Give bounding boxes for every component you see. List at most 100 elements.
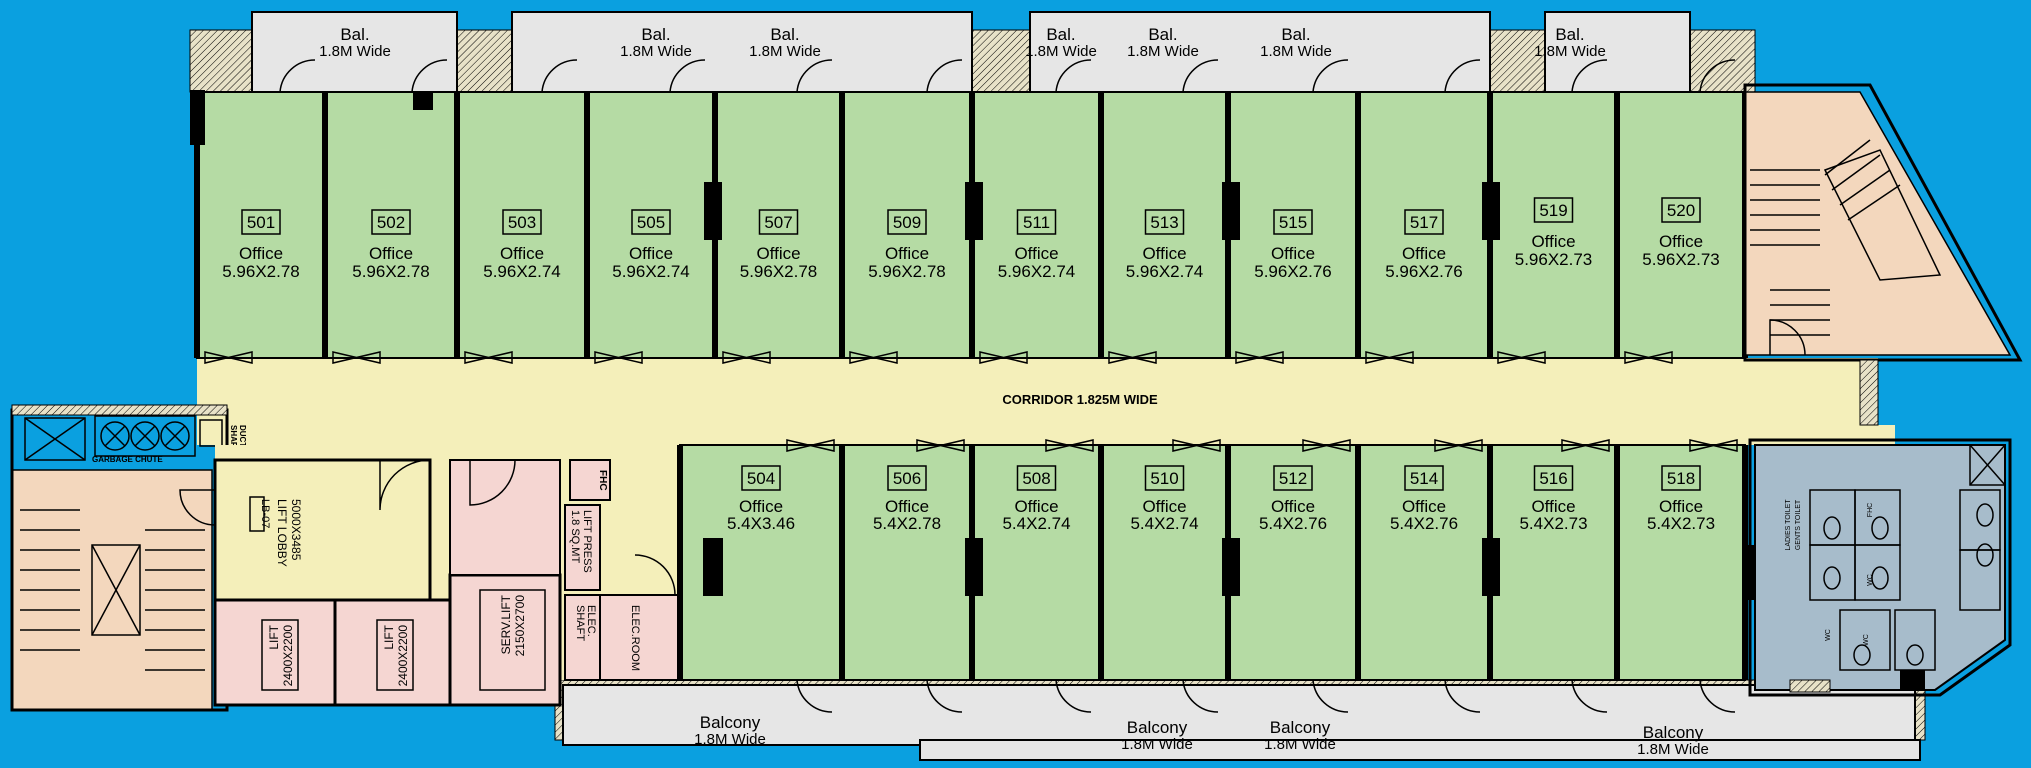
door-symbol	[916, 439, 965, 452]
top-balcony-title: Bal.	[1555, 25, 1584, 44]
office-number: 503	[508, 213, 536, 232]
office-size: 5.4X2.73	[1519, 514, 1587, 533]
lift-1-name: LIFT	[267, 624, 281, 649]
elec-room-label: ELEC.ROOM	[629, 605, 641, 671]
garbage-chute-label: GARBAGE CHUTE	[92, 455, 163, 464]
door-symbol	[1302, 439, 1351, 452]
office-503	[456, 91, 588, 359]
bottom-balcony-width: 1.8M Wide	[1121, 736, 1193, 753]
top-balcony-width: 1.8M Wide	[620, 43, 692, 60]
balcony-door-swing	[926, 59, 963, 93]
office-type: Office	[1402, 497, 1446, 516]
office-number: 511	[1023, 213, 1050, 232]
office-517	[1357, 91, 1491, 359]
balcony-door-swing	[1699, 59, 1736, 93]
balcony-door-swing	[1699, 679, 1736, 713]
toilet-partitions	[1809, 444, 2006, 671]
partition-wall	[1098, 445, 1104, 680]
office-size: 5.4X2.76	[1259, 514, 1327, 533]
door-symbol	[979, 351, 1028, 364]
lift-2-name: LIFT	[382, 624, 396, 649]
top-office-row: 501Office5.96X2.78502Office5.96X2.78503O…	[190, 59, 1760, 364]
column	[190, 90, 205, 145]
column	[413, 92, 433, 110]
balcony-door-swing	[796, 59, 833, 93]
balcony-door-swing	[669, 59, 706, 93]
office-number: 514	[1410, 469, 1438, 488]
partition-wall	[1614, 92, 1620, 358]
office-type: Office	[1659, 497, 1703, 516]
door-symbol	[849, 351, 898, 364]
door-symbol	[1235, 351, 1284, 364]
office-number: 509	[893, 213, 921, 232]
column	[1482, 538, 1500, 596]
lift-1	[214, 599, 336, 706]
office-number: 506	[893, 469, 921, 488]
lift-2	[334, 599, 451, 706]
office-type: Office	[629, 244, 673, 263]
balcony-door-swing	[796, 679, 833, 713]
office-size: 5.96X2.74	[483, 262, 561, 281]
lobby-door-arc	[379, 459, 431, 511]
service-lift	[449, 574, 561, 706]
top-balcony-width: 1.8M Wide	[1025, 43, 1097, 60]
elec-shaft-label-2: SHAFT	[574, 605, 586, 641]
door-symbol	[1434, 439, 1483, 452]
column	[965, 182, 983, 240]
office-507	[714, 91, 843, 359]
top-balcony-title: Bal.	[1148, 25, 1177, 44]
column	[703, 538, 723, 596]
bottom-balcony-width: 1.8M Wide	[694, 731, 766, 748]
right-side-wall	[1859, 359, 1879, 426]
right-stair-outline	[1743, 83, 2023, 362]
office-506	[841, 444, 973, 681]
lift-lobby-name: LIFT LOBBY	[275, 499, 289, 567]
office-size: 5.96X2.73	[1515, 250, 1593, 269]
office-type: Office	[1531, 497, 1575, 516]
door-symbol	[1172, 439, 1221, 452]
partition-wall	[322, 92, 328, 358]
office-size: 5.96X2.76	[1385, 262, 1463, 281]
top-balcony-width: 1.8M Wide	[1260, 43, 1332, 60]
bottom-balcony-title: Balcony	[1127, 718, 1188, 737]
lift-lobby-code-box	[249, 496, 265, 532]
door-symbol	[1561, 439, 1610, 452]
office-type: Office	[1014, 244, 1058, 263]
office-501	[196, 91, 326, 359]
office-number: 513	[1150, 213, 1178, 232]
partition-wall	[1355, 92, 1361, 358]
office-type: Office	[1271, 497, 1315, 516]
lift-lobby-size: 5000X3485	[289, 499, 303, 561]
door-symbol	[786, 439, 835, 452]
office-type: Office	[885, 244, 929, 263]
office-type: Office	[885, 497, 929, 516]
office-size: 5.96X2.78	[868, 262, 946, 281]
duct-shaft-label-2: SHAFT	[229, 425, 238, 452]
office-type: Office	[1142, 244, 1186, 263]
office-number: 517	[1410, 213, 1438, 232]
balcony-door-swing	[1312, 59, 1349, 93]
office-number: 510	[1150, 469, 1178, 488]
toilet-wc-label-3: WC	[1863, 634, 1870, 646]
balcony-door-swing	[1182, 59, 1219, 93]
office-number: 502	[377, 213, 405, 232]
fhc-label: FHC	[597, 470, 608, 491]
corridor-label: CORRIDOR 1.825M WIDE	[1002, 392, 1158, 407]
left-core-wall	[11, 404, 228, 416]
bottom-balcony-band	[562, 684, 1921, 761]
office-510	[1100, 444, 1229, 681]
office-number: 504	[747, 469, 775, 488]
door-symbol	[1108, 351, 1157, 364]
toilet-wc-label-2: WC	[1825, 629, 1832, 641]
lift-press-label-2: 1.8 SQ.MT	[569, 510, 581, 563]
office-size: 5.4X2.74	[1002, 514, 1070, 533]
partition-wall	[677, 445, 683, 680]
top-balcony-title: Bal.	[770, 25, 799, 44]
partition-wall	[839, 92, 845, 358]
office-type: Office	[756, 244, 800, 263]
right-stair	[1744, 91, 2012, 356]
balcony-door-swing	[1055, 59, 1092, 93]
toilet-fhc-label: FHC	[1867, 503, 1874, 517]
top-balcony-width: 1.8M Wide	[749, 43, 821, 60]
bottom-balcony-width: 1.8M Wide	[1637, 741, 1709, 758]
